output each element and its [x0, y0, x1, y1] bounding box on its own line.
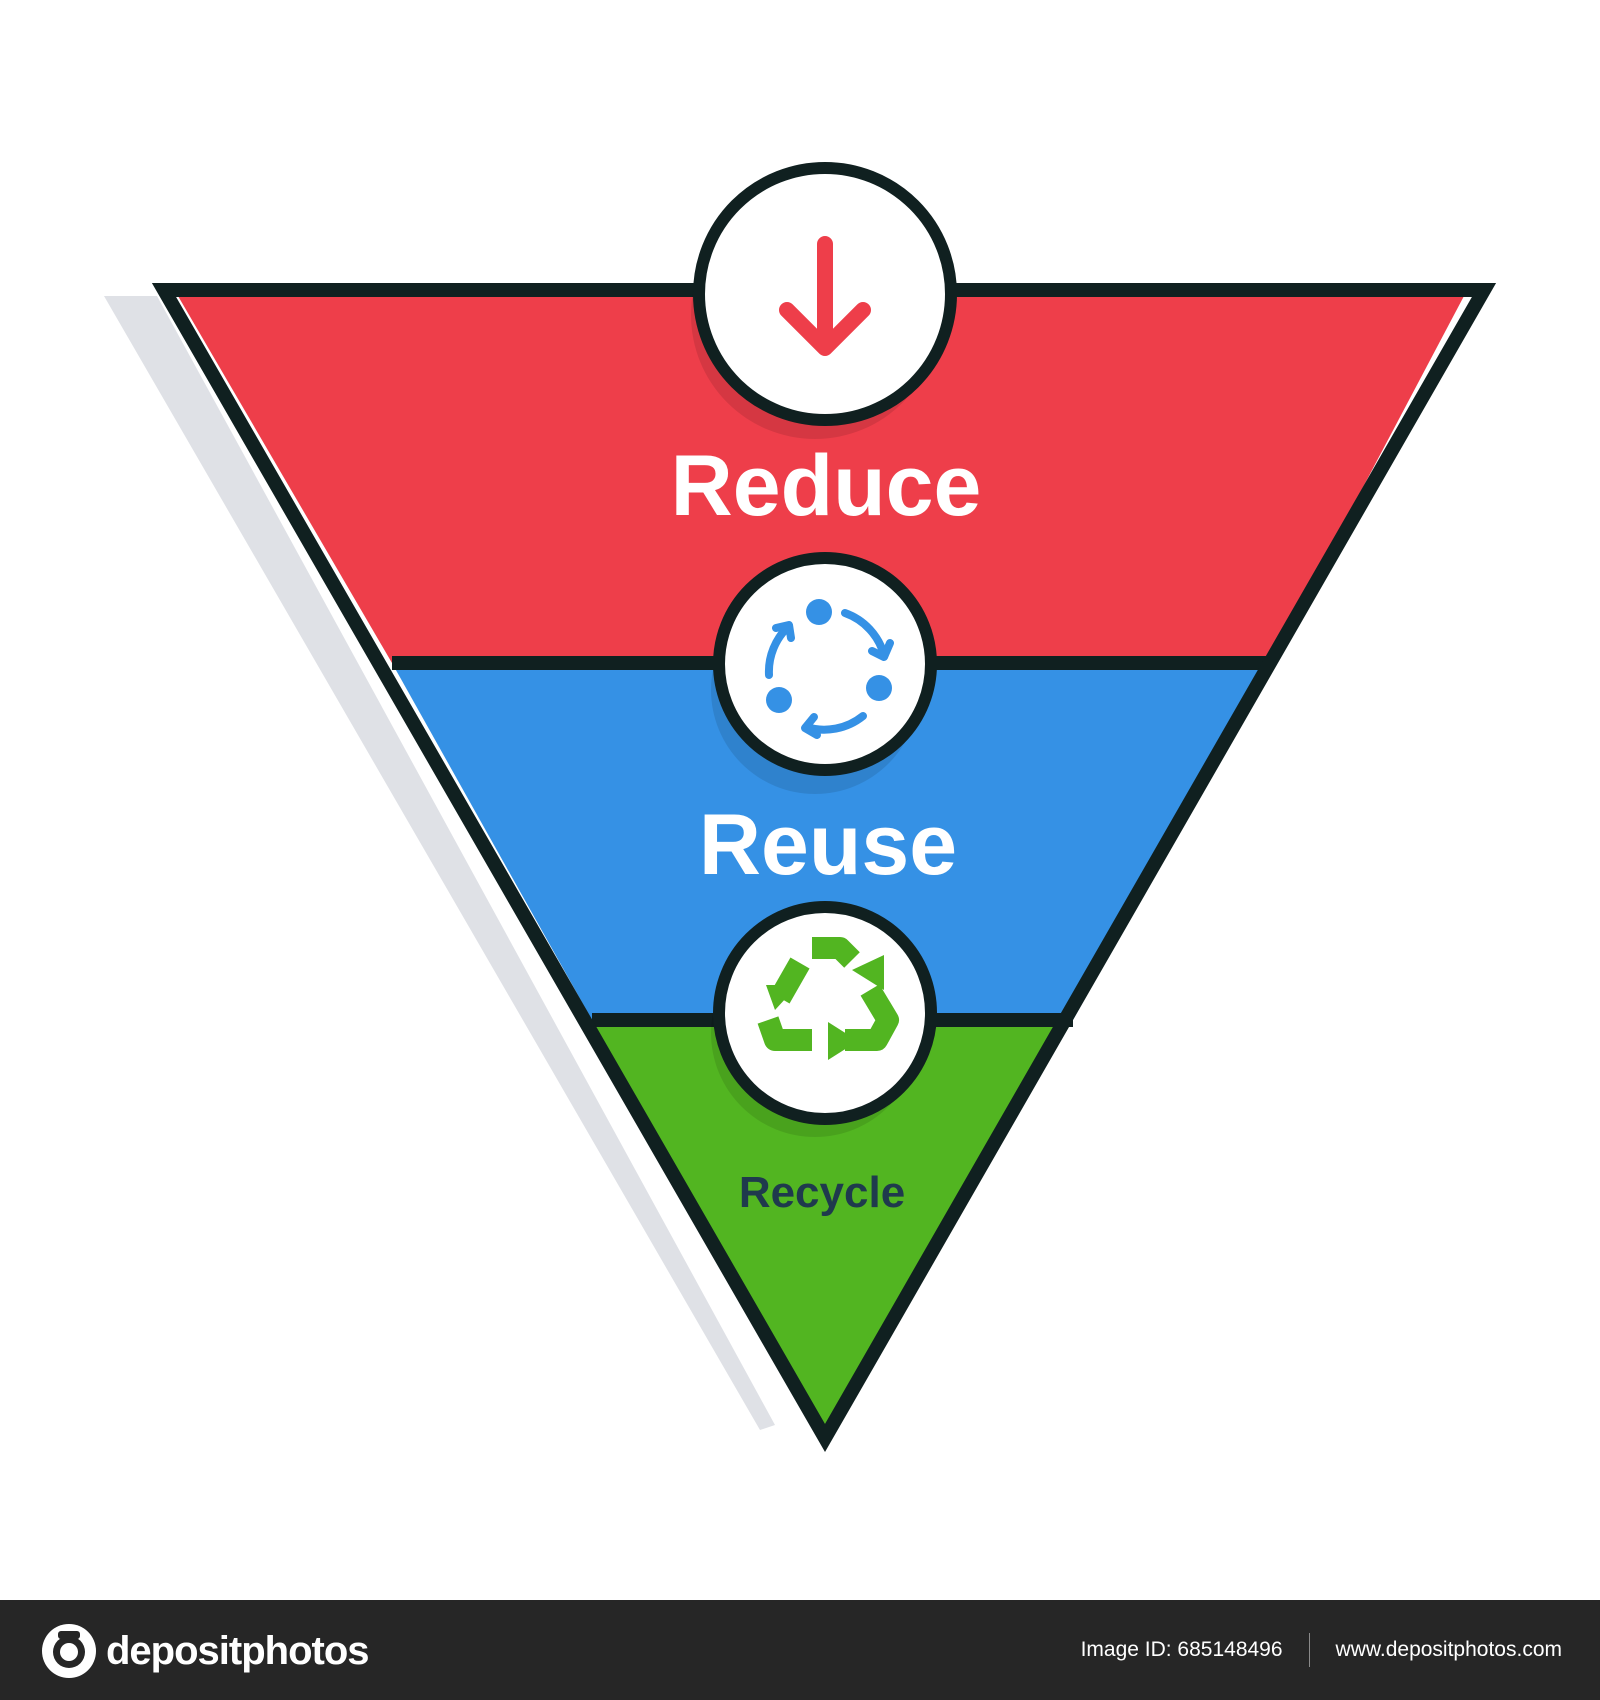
camera-logo-icon: [42, 1624, 96, 1678]
funnel-shadow: [104, 296, 775, 1430]
recycle-icon-heads: [766, 955, 884, 1060]
image-id-text: Image ID: 685148496: [1080, 1638, 1283, 1661]
tier-reuse-band: [392, 663, 1270, 1020]
tier-label-recycle: Recycle: [739, 1168, 905, 1217]
tier-recycle-band: [592, 1020, 1073, 1438]
tier-label-reuse: Reuse: [699, 797, 957, 893]
arrow-down-icon: [779, 236, 871, 356]
waste-hierarchy-funnel: Reduce Reuse Recycle: [104, 162, 1497, 1453]
reuse-icon-badge: [713, 552, 937, 776]
tier-label-reduce: Reduce: [671, 438, 982, 534]
footer-logo[interactable]: depositphotos: [40, 1622, 370, 1680]
site-link[interactable]: www.depositphotos.com: [1335, 1638, 1562, 1661]
footer-bar: depositphotos Image ID: 685148496 www.de…: [0, 1600, 1600, 1700]
tier-reduce-band: [178, 296, 1464, 663]
recycle-icon-badge: [713, 901, 937, 1125]
footer-info: Image ID: 685148496 www.depositphotos.co…: [1081, 1600, 1562, 1700]
reduce-icon-badge: [693, 162, 957, 426]
footer-divider: [1308, 1633, 1310, 1667]
circular-arrows-icon: [764, 599, 894, 739]
footer-brand-name: depositphotos: [106, 1628, 370, 1673]
diagram-stage: Reduce Reuse Recycle: [104, 162, 1497, 1453]
